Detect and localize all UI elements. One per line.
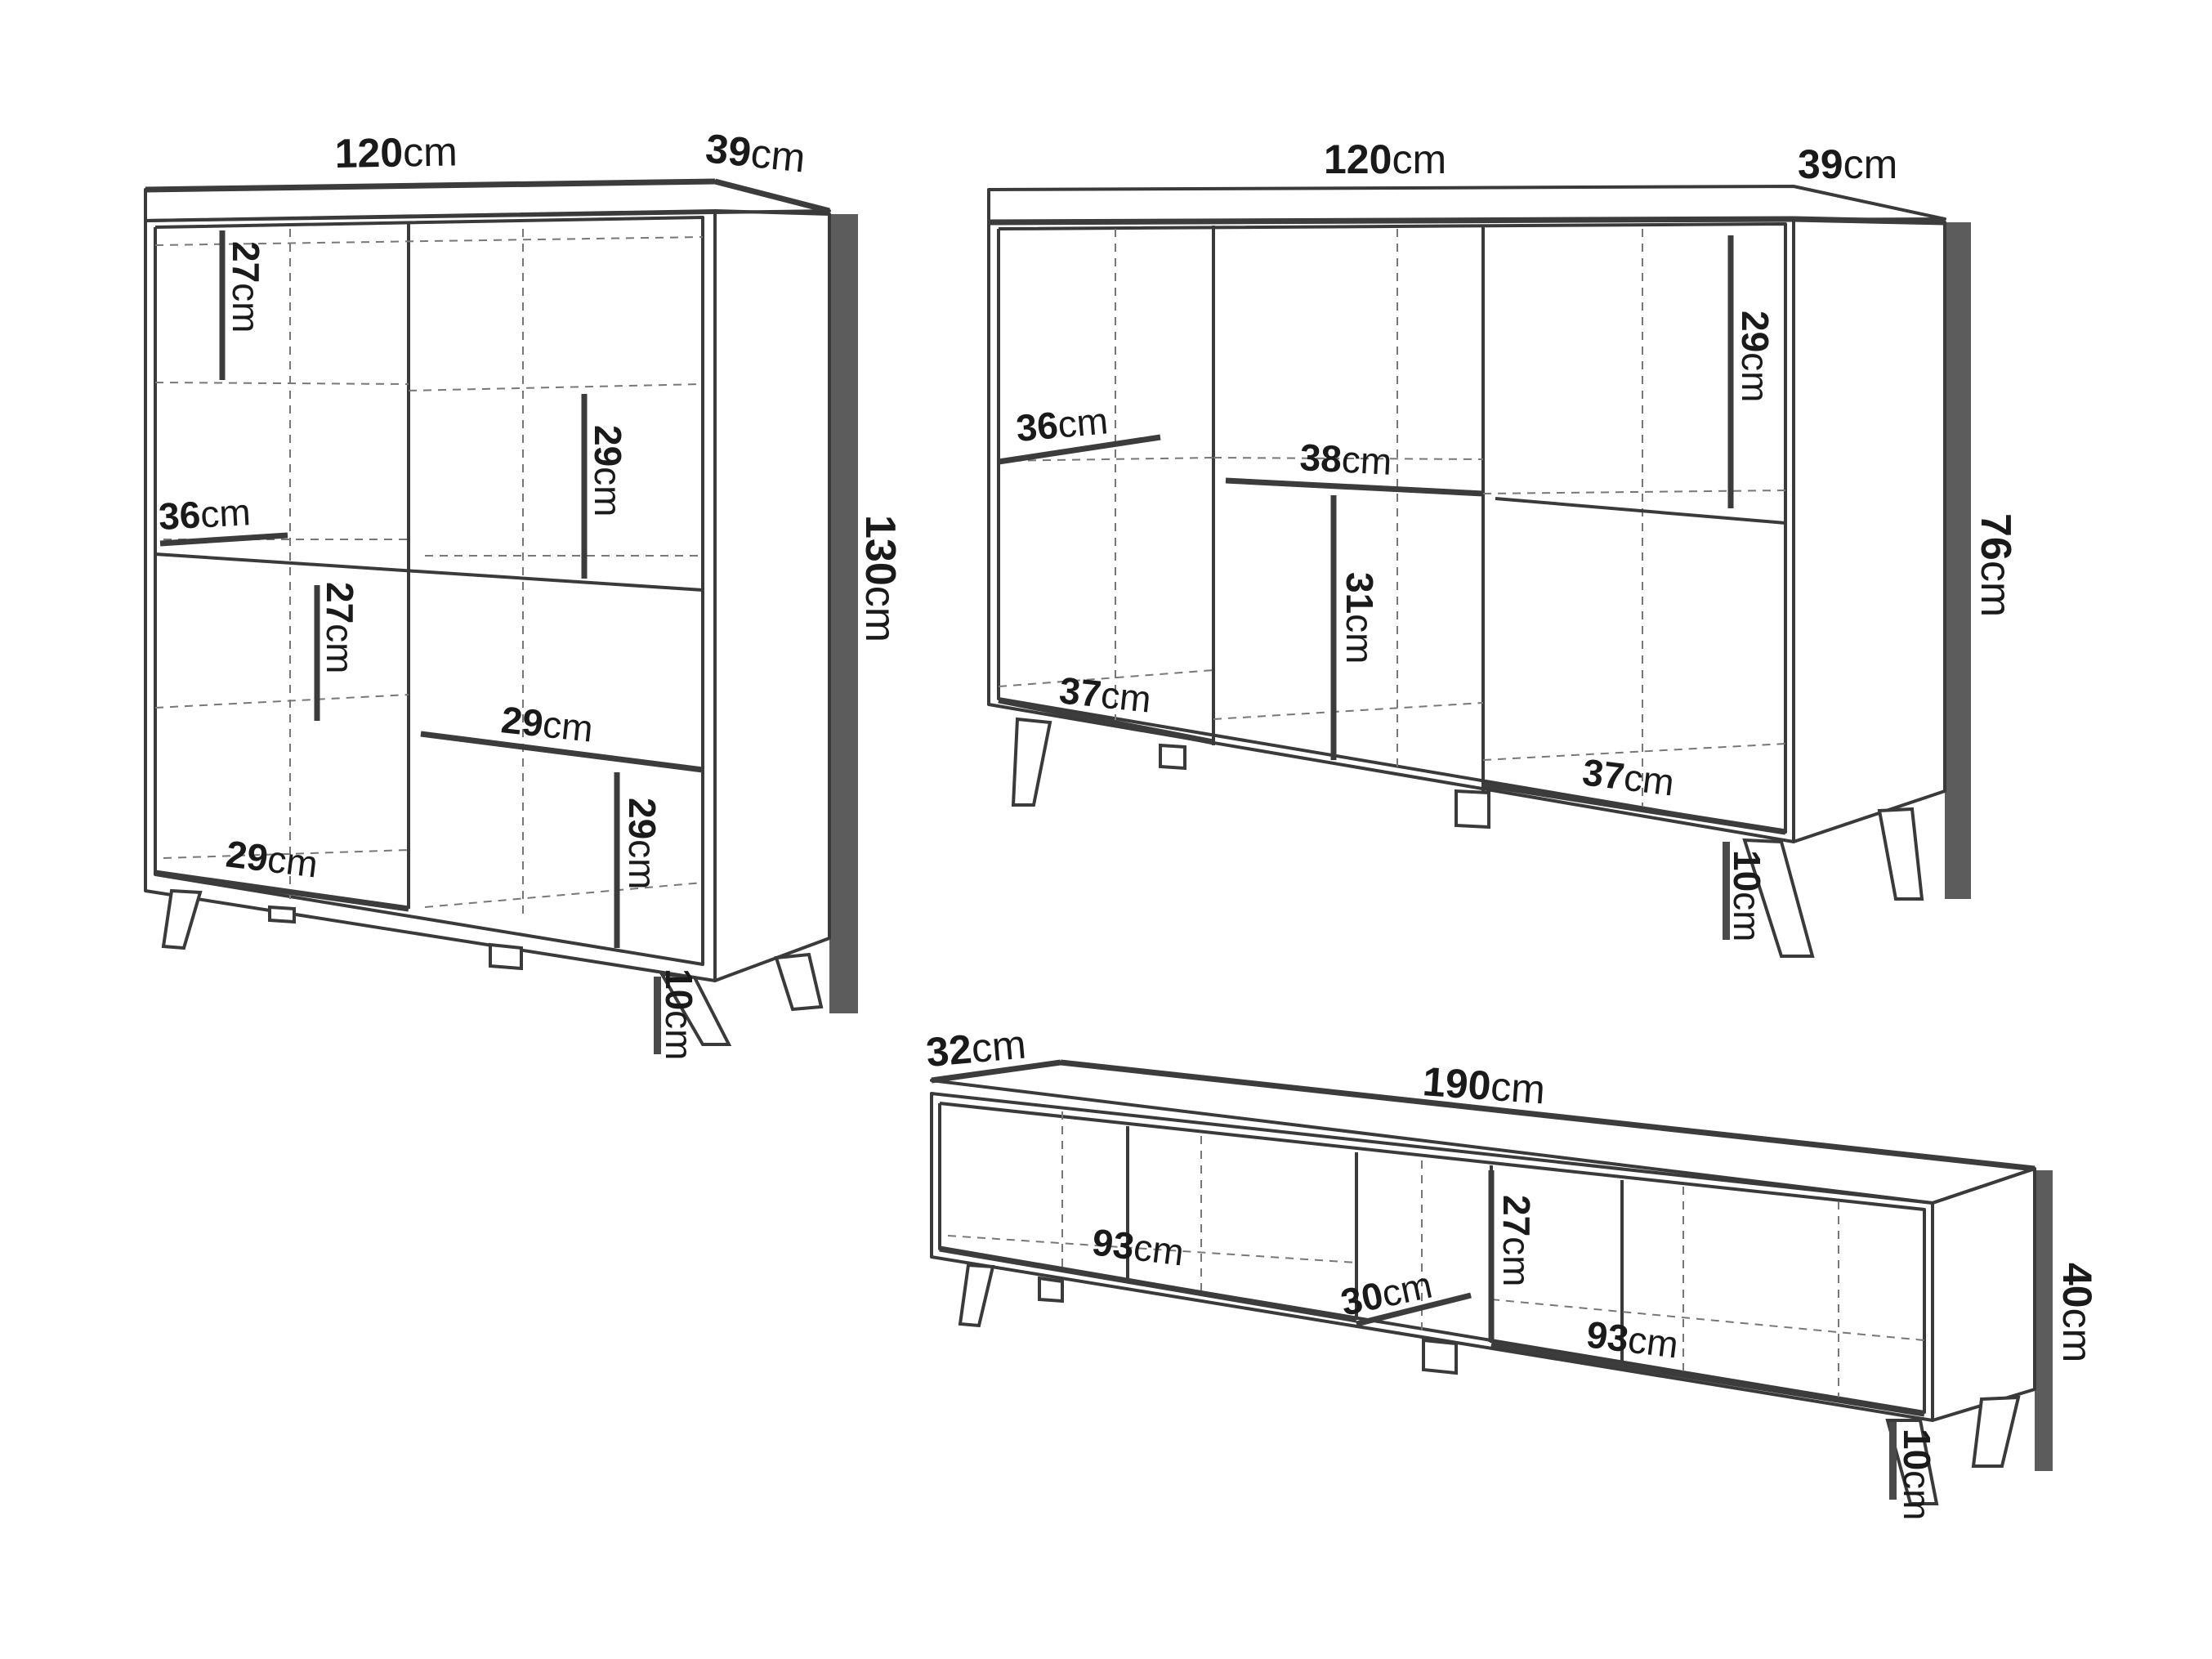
sideboard-depth-label: 39cm [1798,141,1897,187]
tvstand-labels: 32cm 190cm 40cm 10cm 93cm 30cm 27cm 93cm [924,1022,2100,1521]
sideboard-inner-label: 29cm [1734,311,1776,403]
sideboard-height-label: 76cm [1972,513,2019,617]
tvstand-legs-label: 10cm [1896,1429,1938,1521]
highboard-labels: 120cm 39cm 130cm 10cm 27cm 29cm 36cm 27c… [158,125,904,1060]
sideboard-inner-label: 36cm [1014,399,1110,449]
highboard-depth-label: 39cm [704,125,807,181]
sideboard-inner-label: 38cm [1298,436,1392,483]
dimension-lines [145,178,2035,1417]
tvstand-inner-label: 30cm [1337,1263,1436,1324]
highboard-inner-label: 29cm [587,425,629,517]
tvstand-inner-label: 93cm [1090,1220,1186,1273]
highboard-height-label: 130cm [856,515,904,642]
sideboard-inner-label: 37cm [1057,669,1153,720]
sideboard-labels: 120cm 39cm 76cm 10cm 36cm 38cm 29cm 31cm… [1014,136,2019,942]
highboard-width-label: 120cm [334,128,458,177]
sideboard-inner-label: 31cm [1338,572,1381,664]
tvstand-height-label: 40cm [2054,1263,2100,1362]
highboard-inner-label: 27cm [225,241,267,333]
tvstand-inner-label: 93cm [1584,1312,1681,1366]
tvstand-width-label: 190cm [1421,1058,1547,1112]
highboard-legs-label: 10cm [658,968,700,1061]
sideboard-drawing [987,185,1971,958]
sideboard-width-label: 120cm [1324,136,1446,182]
sideboard-legs-label: 10cm [1726,850,1768,942]
highboard-inner-label: 29cm [621,798,664,890]
highboard-inner-label: 29cm [499,698,595,749]
sideboard-inner-label: 37cm [1580,750,1677,803]
tvstand-inner-label: 27cm [1495,1195,1538,1287]
tvstand-depth-label: 32cm [924,1022,1028,1075]
highboard-inner-label: 27cm [319,582,361,674]
highboard-inner-label: 29cm [224,832,320,885]
highboard-inner-label: 36cm [158,490,252,538]
